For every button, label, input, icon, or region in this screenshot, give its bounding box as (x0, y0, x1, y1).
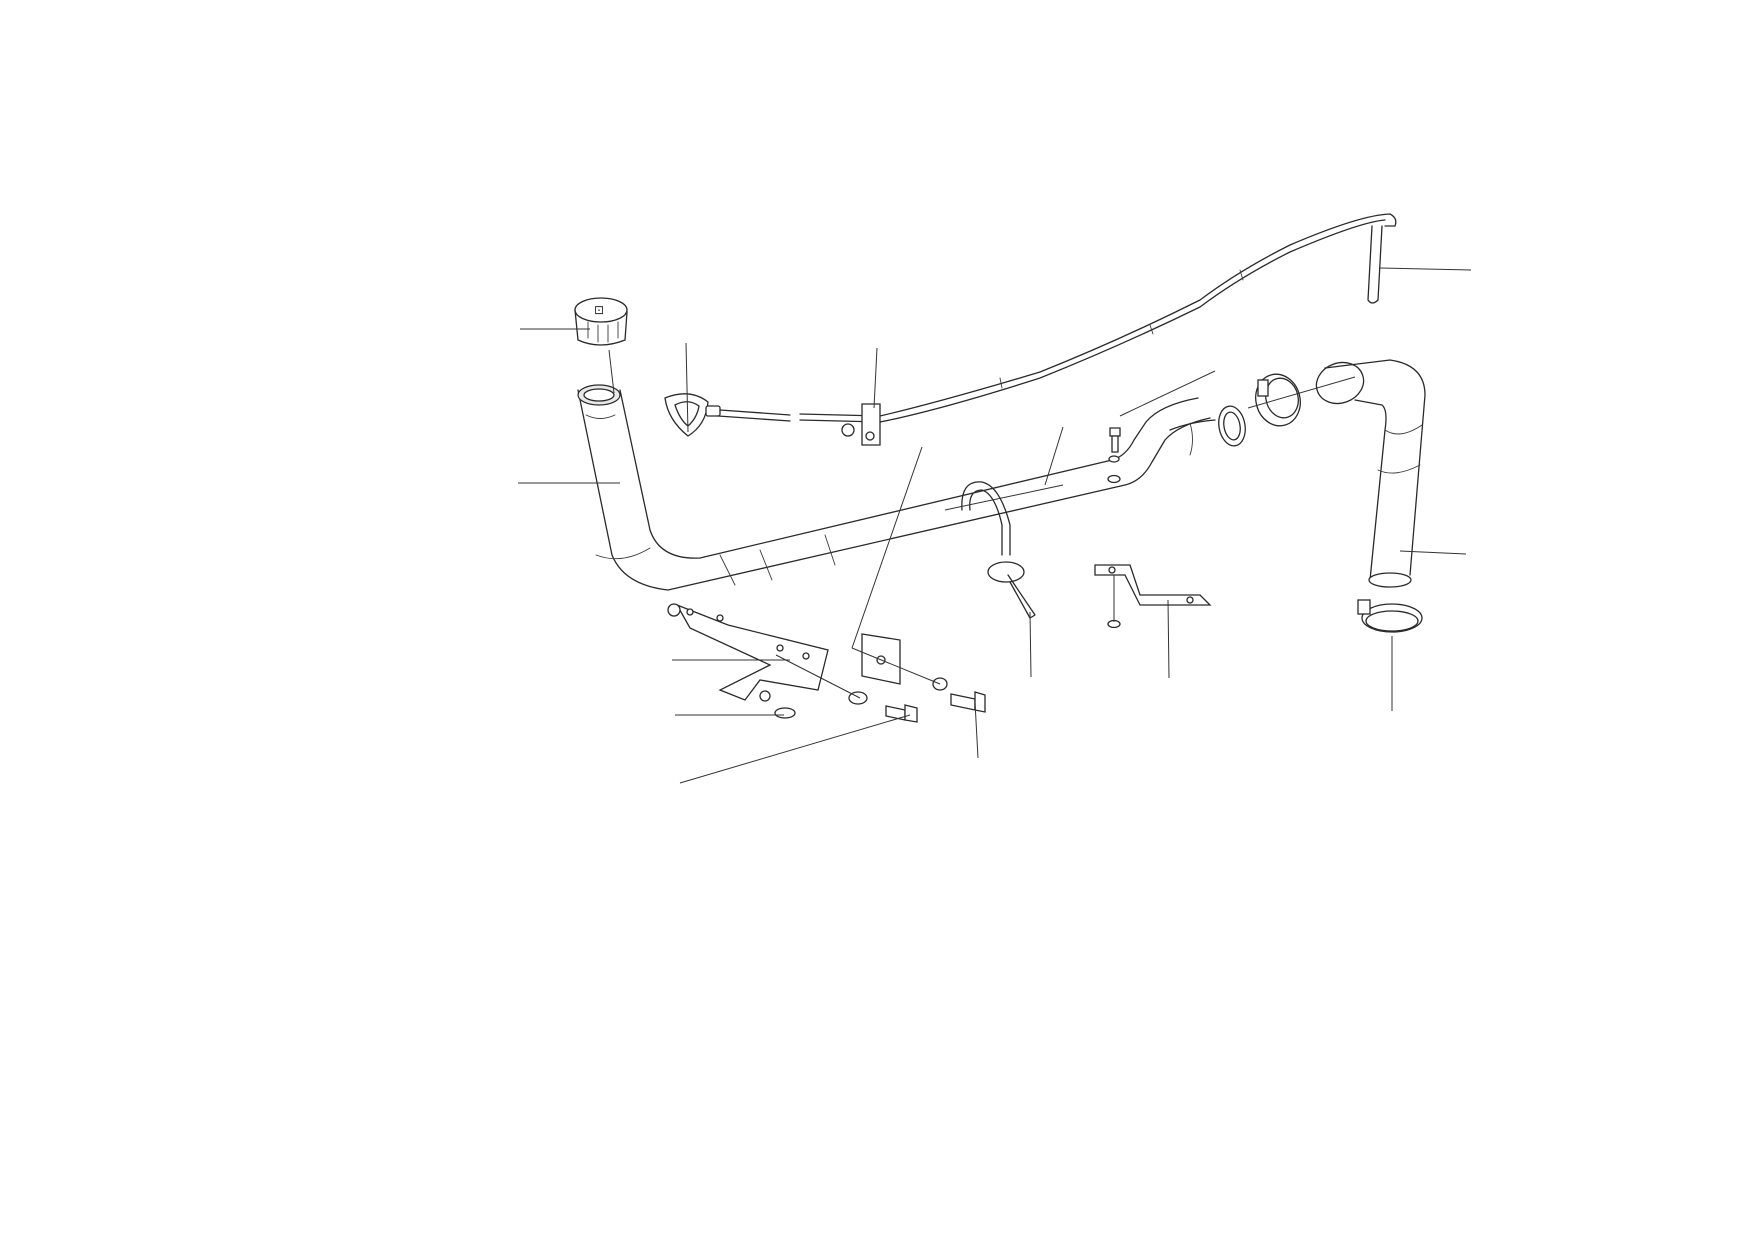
washer (848, 455, 1121, 705)
hose-clamp-upper (1255, 373, 1301, 427)
nut (667, 603, 1121, 719)
rubber-mount (961, 481, 1036, 619)
leader-lines (518, 267, 1472, 784)
hose-clamp-lower (1357, 599, 1423, 633)
elbow-hose (1315, 359, 1426, 588)
dipstick-tube (717, 213, 1397, 423)
filler-neck-pipe (577, 384, 1211, 591)
support-bracket-right (1094, 564, 1212, 606)
filler-cap: ⊡ (574, 297, 628, 346)
cap-symbol: ⊡ (594, 303, 604, 317)
elbow-joint-mid (1169, 405, 1246, 456)
dipstick-handle (664, 393, 721, 437)
support-bracket-left (675, 603, 901, 702)
tube-clip (841, 403, 881, 446)
